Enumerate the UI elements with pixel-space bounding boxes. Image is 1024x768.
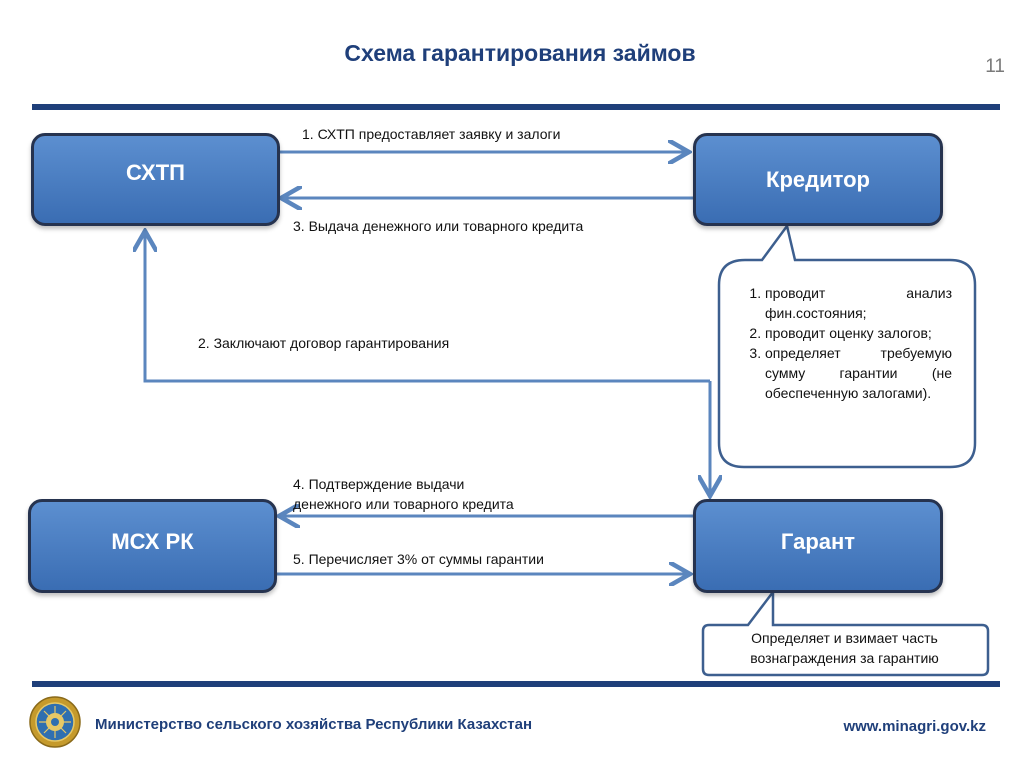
edge-label-4: 4. Подтверждение выдачи денежного или то…	[293, 474, 514, 514]
node-msh: МСХ РК	[28, 499, 277, 593]
edge-label-5: 5. Перечисляет 3% от суммы гарантии	[293, 551, 544, 567]
node-shtp-label: СХТП	[126, 159, 185, 185]
kazakhstan-emblem-icon	[29, 696, 81, 748]
edge-label-3: 3. Выдача денежного или товарного кредит…	[293, 218, 584, 234]
kreditor-callout: проводит анализ фин.состояния; проводит …	[738, 283, 952, 403]
kreditor-callout-list: проводит анализ фин.состояния; проводит …	[738, 283, 952, 403]
edge-label-1: 1. СХТП предоставляет заявку и залоги	[302, 126, 561, 142]
arrow-contract-to-shtp	[145, 234, 710, 383]
node-kreditor-label: Кредитор	[766, 166, 870, 192]
node-msh-label: МСХ РК	[111, 529, 194, 554]
edge-label-2: 2. Заключают договор гарантирования	[198, 335, 450, 351]
kreditor-callout-bubble	[717, 223, 977, 469]
page-title: Схема гарантирования займов	[344, 40, 696, 66]
node-garant: Гарант	[693, 499, 943, 593]
node-shtp: СХТП	[31, 133, 280, 226]
kreditor-callout-item: проводит анализ фин.состояния;	[765, 283, 952, 323]
page-number: 11	[985, 56, 1005, 77]
garant-note-bubble	[701, 588, 990, 677]
footer-website-link[interactable]: www.minagri.gov.kz	[843, 718, 986, 735]
garant-note: Определяет и взимает часть вознаграждени…	[750, 630, 939, 666]
footer-organization: Министерство сельского хозяйства Республ…	[95, 716, 533, 733]
footer-divider	[32, 681, 1000, 687]
kreditor-callout-item: проводит оценку залогов;	[765, 323, 952, 343]
kreditor-callout-item: определяет требуемую сумму гарантии (не …	[765, 343, 952, 403]
header-divider	[32, 104, 1000, 110]
node-garant-label: Гарант	[780, 529, 856, 554]
node-kreditor: Кредитор	[693, 133, 943, 226]
edge-label-4-line1: 4. Подтверждение выдачи	[293, 476, 465, 492]
edge-label-4-line2: денежного или товарного кредита	[293, 496, 514, 512]
